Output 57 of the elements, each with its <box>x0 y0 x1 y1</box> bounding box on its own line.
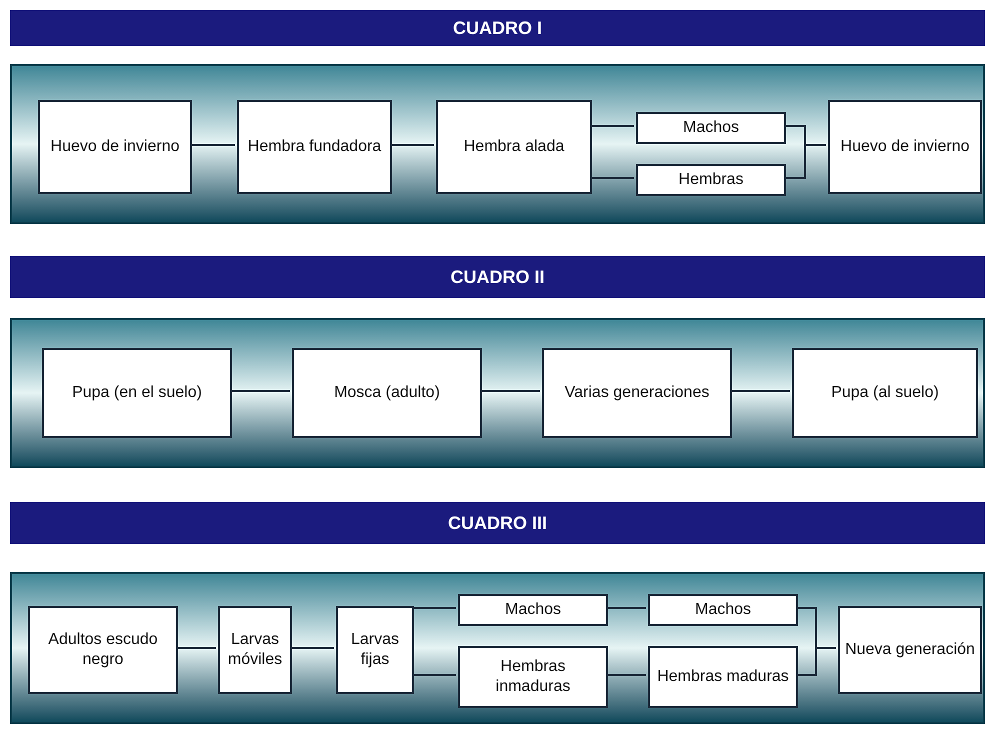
connector-line <box>590 177 634 179</box>
connector-line <box>390 144 434 146</box>
connector-line <box>606 607 646 609</box>
stage-label: Machos <box>694 600 752 620</box>
stage-box <box>436 100 592 194</box>
title-band: CUADRO I <box>10 10 985 46</box>
stage-box <box>792 348 978 438</box>
connector-line <box>730 390 790 392</box>
stage-label: Hembras inmaduras <box>494 657 572 697</box>
stage-box <box>636 164 786 196</box>
stage-label: Pupa (al suelo) <box>831 383 939 403</box>
panel-background <box>10 318 985 468</box>
stage-label: Pupa (en el suelo) <box>72 383 202 403</box>
stage-label: Mosca (adulto) <box>334 383 440 403</box>
stage-box <box>38 100 192 194</box>
stage-box <box>336 606 414 694</box>
stage-label: Hembras <box>678 170 744 190</box>
stage-label: Hembras maduras <box>657 667 789 687</box>
stage-label: Huevo de invierno <box>50 137 180 157</box>
stage-box <box>542 348 732 438</box>
stage-box <box>648 594 798 626</box>
stage-box <box>648 646 798 708</box>
stage-box <box>838 606 982 694</box>
stage-label: Varias generaciones <box>564 383 710 403</box>
title-band: CUADRO III <box>10 502 985 544</box>
stage-label: Larvas fijas <box>350 630 400 670</box>
connector-line <box>606 674 646 676</box>
stage-box <box>218 606 292 694</box>
connector-line <box>480 390 540 392</box>
stage-box <box>28 606 178 694</box>
stage-label: Machos <box>682 118 740 138</box>
connector-line <box>412 674 456 676</box>
stage-label: Nueva generación <box>845 640 975 660</box>
connector-line <box>796 647 836 676</box>
stage-label: Hembra alada <box>464 137 564 157</box>
stage-label: Larvas móviles <box>226 630 284 670</box>
stage-box <box>42 348 232 438</box>
stage-label: Huevo de invierno <box>840 137 970 157</box>
stage-label: Machos <box>504 600 562 620</box>
stage-box <box>458 594 608 626</box>
panel-background <box>10 572 985 724</box>
connector-line <box>290 647 334 649</box>
connector-line <box>176 647 216 649</box>
connector-line <box>412 607 456 609</box>
connector-line <box>230 390 290 392</box>
connector-line <box>190 144 235 146</box>
stage-box <box>292 348 482 438</box>
connector-line <box>590 125 634 127</box>
stage-box <box>828 100 982 194</box>
connector-line <box>784 144 826 179</box>
panel-background <box>10 64 985 224</box>
stage-label: Adultos escudo negro <box>47 630 159 670</box>
stage-box <box>458 646 608 708</box>
stage-box <box>636 112 786 144</box>
stage-box <box>237 100 392 194</box>
stage-label: Hembra fundadora <box>248 137 382 157</box>
title-band: CUADRO II <box>10 256 985 298</box>
